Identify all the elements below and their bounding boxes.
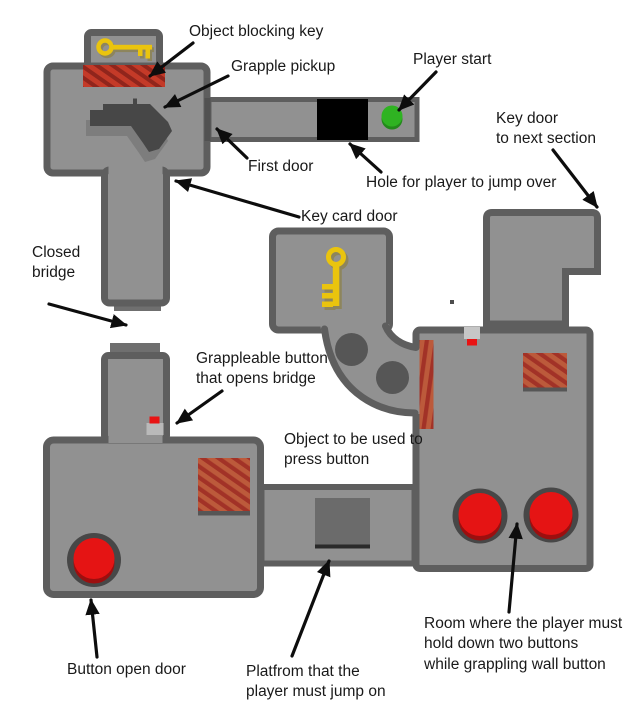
curved-passage-inner-wall xyxy=(382,322,420,351)
arrow-first-door xyxy=(215,127,249,160)
hazard-hatch-block xyxy=(198,458,250,512)
arrow-key-card-door xyxy=(174,178,301,219)
grappleable-bridge-button xyxy=(149,416,160,424)
stepping-stone-icon xyxy=(376,361,409,394)
floor-button-icon xyxy=(67,533,121,587)
junction-start-room-bridge xyxy=(108,165,163,175)
bridge-button-housing xyxy=(146,423,164,435)
label-room-two-buttons: Room where the player must hold down two… xyxy=(424,615,623,673)
arrow-room-two-buttons xyxy=(507,522,523,614)
label-grappleable-button: Grappleable button that opens bridge xyxy=(196,350,328,388)
floor-button-icon xyxy=(523,487,579,543)
label-first-door: First door xyxy=(248,158,314,175)
floor-button-icon xyxy=(452,488,508,544)
exit-room xyxy=(483,209,601,328)
label-button-open-door: Button open door xyxy=(67,661,186,678)
annotation-arrows xyxy=(47,41,599,659)
grapple-wall-strip xyxy=(419,340,434,429)
label-closed-bridge: Closed bridge xyxy=(32,244,81,282)
label-object-press-button: Object to be used to press button xyxy=(284,431,423,469)
jump-platform xyxy=(315,544,370,549)
grapple-gun-icon xyxy=(86,98,172,162)
wall-button-housing xyxy=(464,327,480,339)
label-key-door: Key door to next section xyxy=(496,110,596,148)
label-key-card-door: Key card door xyxy=(301,208,398,225)
arrow-grapple-pickup xyxy=(163,74,230,109)
arrow-grappleable-button xyxy=(175,389,224,425)
arrow-closed-bridge xyxy=(47,302,128,329)
hazard-hatch-shadow xyxy=(523,387,567,392)
label-platform-jump: Platfrom that the player must jump on xyxy=(246,663,386,701)
pushable-object xyxy=(315,498,370,545)
curved-passage-outer-wall xyxy=(321,325,419,417)
key-room xyxy=(269,227,393,334)
object-blocking-key-block xyxy=(83,65,165,87)
hazard-hatch-shadow xyxy=(198,511,250,516)
player-start-marker xyxy=(381,105,403,127)
bridge-stub-lower xyxy=(110,343,160,352)
label-player-start: Player start xyxy=(413,51,492,68)
arrow-key-door xyxy=(551,148,599,209)
key-icon xyxy=(322,247,349,310)
hole-icon xyxy=(317,99,368,140)
debris-dot xyxy=(450,300,454,304)
label-hole-jump: Hole for player to jump over xyxy=(366,174,557,191)
wall-button xyxy=(467,339,477,346)
bridge-corridor-upper xyxy=(101,166,170,307)
arrow-hole-jump xyxy=(348,142,383,174)
stepping-stone-icon xyxy=(335,333,368,366)
arrow-player-start xyxy=(397,70,438,112)
arrow-platform-jump xyxy=(290,559,331,658)
hazard-hatch-block xyxy=(523,353,567,388)
label-object-blocking-key: Object blocking key xyxy=(189,23,324,40)
arrow-button-open-door xyxy=(85,598,100,659)
arrow-object-blocking-key xyxy=(148,41,195,78)
key-icon xyxy=(96,38,154,61)
label-grapple-pickup: Grapple pickup xyxy=(231,58,336,75)
